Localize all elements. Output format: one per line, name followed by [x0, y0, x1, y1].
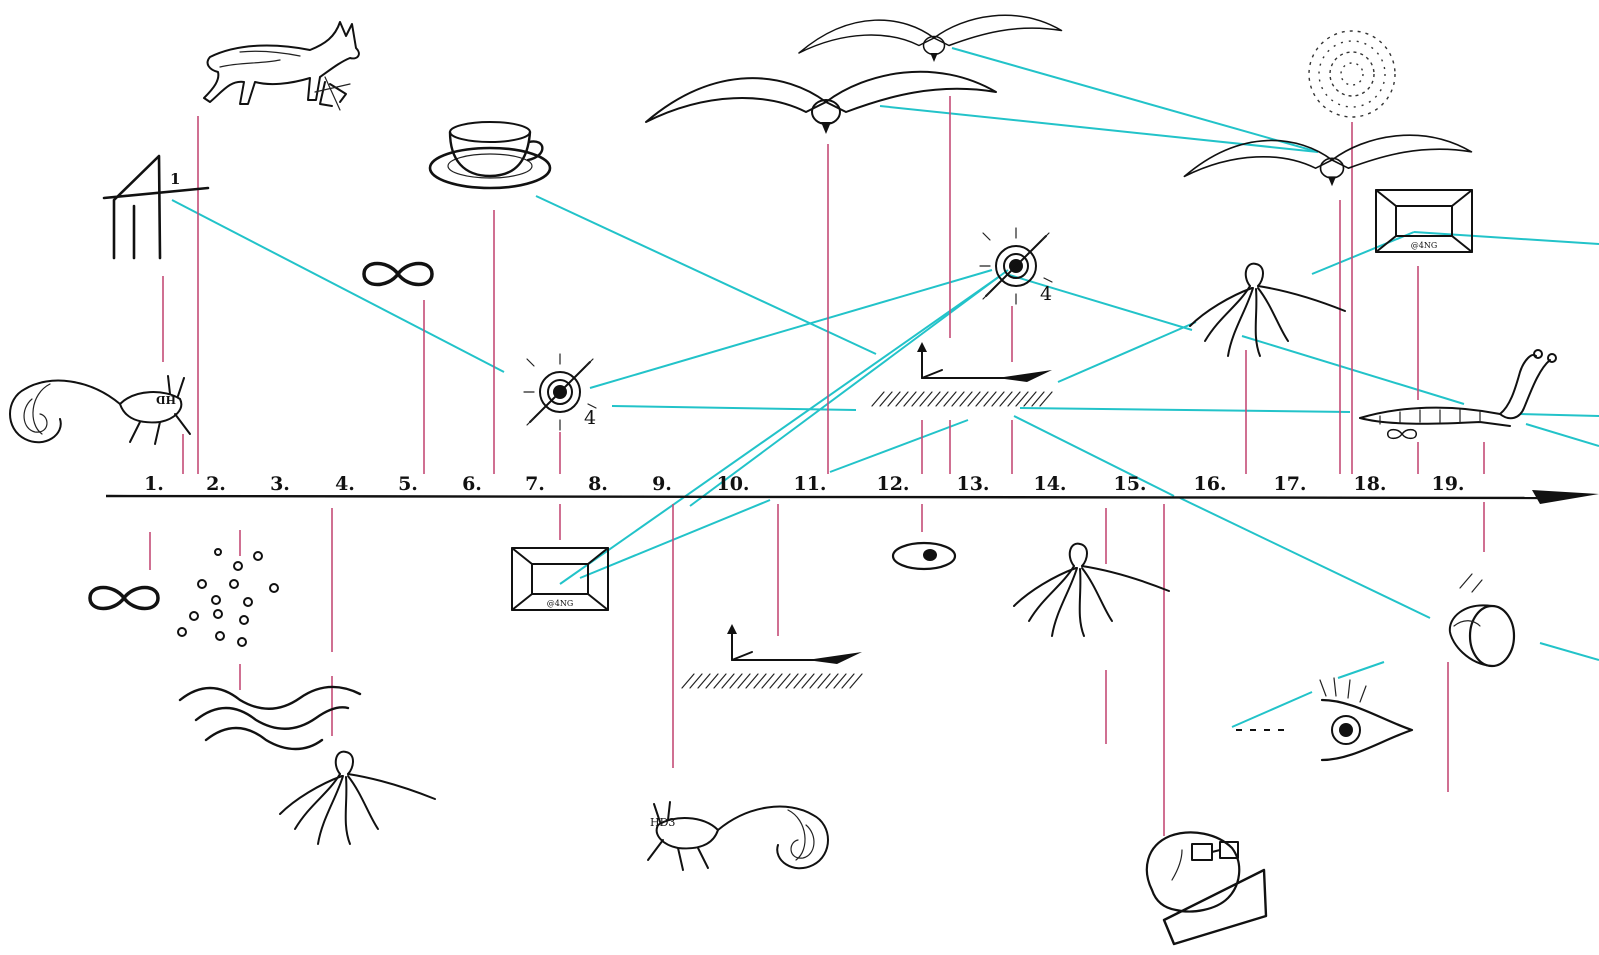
timeline-label: 11.: [793, 473, 826, 495]
connector-line: [1520, 414, 1599, 416]
timeline-label: 3.: [270, 473, 290, 495]
connector-lines: [172, 48, 1599, 727]
axes-icon: [682, 624, 862, 688]
head-icon: [1147, 832, 1266, 944]
squirrel-tag: HD3: [650, 816, 675, 829]
connector-line: [536, 196, 876, 354]
connector-line: [1232, 692, 1312, 727]
box-caption: @4NG: [547, 599, 573, 608]
bird-icon: [646, 72, 996, 134]
timeline-label: 19.: [1431, 473, 1464, 495]
connector-line: [1006, 274, 1192, 330]
connector-line: [172, 200, 504, 372]
fox-icon: [204, 22, 359, 110]
timeline-label: 1.: [144, 473, 164, 495]
timeline-label: 12.: [876, 473, 909, 495]
connector-line: [830, 420, 968, 472]
timeline-arrowhead: [1532, 490, 1599, 504]
squirrel-icon: [648, 802, 828, 870]
connector-line: [1540, 643, 1599, 660]
infinity-icon: [90, 588, 158, 609]
octopus-icon: [1190, 264, 1345, 356]
sun-eye-icon: 4: [524, 354, 596, 430]
connector-line: [1414, 232, 1599, 244]
timeline-label: 7.: [525, 473, 545, 495]
timeline-label: 9.: [652, 473, 672, 495]
sun-number: 4: [584, 407, 596, 429]
timeline-label: 4.: [335, 473, 355, 495]
timeline-label: 15.: [1113, 473, 1146, 495]
box-caption: @4NG: [1411, 241, 1437, 250]
teacup-icon: [430, 122, 550, 188]
connector-line: [1338, 662, 1384, 678]
connector-line: [1242, 336, 1464, 404]
timeline-label: 14.: [1033, 473, 1066, 495]
waves-icon: [180, 687, 360, 749]
connector-line: [560, 276, 1000, 584]
egg-icon: [893, 543, 955, 569]
infinity-icon: [364, 264, 432, 285]
stem-lines: [150, 96, 1484, 836]
moon-icon: [1309, 31, 1395, 117]
timeline-labels: 1. 2. 3. 4. 5. 6. 7. 8. 9. 10. 11. 12. 1…: [144, 473, 1464, 495]
connector-line: [590, 270, 992, 388]
eye-icon: [1236, 678, 1412, 760]
bird-icon: [799, 15, 1062, 62]
connector-line: [1180, 498, 1430, 618]
timeline-label: 5.: [398, 473, 418, 495]
timeline-label: 2.: [206, 473, 226, 495]
horn-icon: [1450, 574, 1514, 666]
squirrel-tag: HD: [156, 393, 176, 406]
squirrel-icon: HD: [10, 376, 190, 444]
timeline-label: 18.: [1353, 473, 1386, 495]
timeline-label: 16.: [1193, 473, 1226, 495]
sun-eye-icon: 4: [980, 228, 1052, 305]
timeline-label: 13.: [956, 473, 989, 495]
dots-icon: [178, 549, 278, 646]
connector-line: [1526, 424, 1599, 446]
connector-line: [690, 270, 1008, 506]
house-icon: 1: [104, 156, 208, 258]
timeline-axis: [106, 496, 1560, 498]
timeline-label: 6.: [462, 473, 482, 495]
timeline-label: 17.: [1273, 473, 1306, 495]
frame-box-icon: @4NG: [512, 548, 608, 610]
connector-line: [1020, 408, 1350, 412]
sun-number: 4: [1040, 283, 1052, 305]
connector-line: [952, 48, 1318, 152]
house-number: 1: [170, 170, 180, 188]
timeline: 1. 2. 3. 4. 5. 6. 7. 8. 9. 10. 11. 12. 1…: [106, 473, 1599, 504]
timeline-label: 10.: [716, 473, 749, 495]
octopus-icon: [280, 752, 435, 844]
connector-line: [1058, 322, 1196, 382]
timeline-label: 8.: [588, 473, 608, 495]
connector-line: [880, 106, 1318, 152]
octopus-icon: [1014, 544, 1169, 636]
